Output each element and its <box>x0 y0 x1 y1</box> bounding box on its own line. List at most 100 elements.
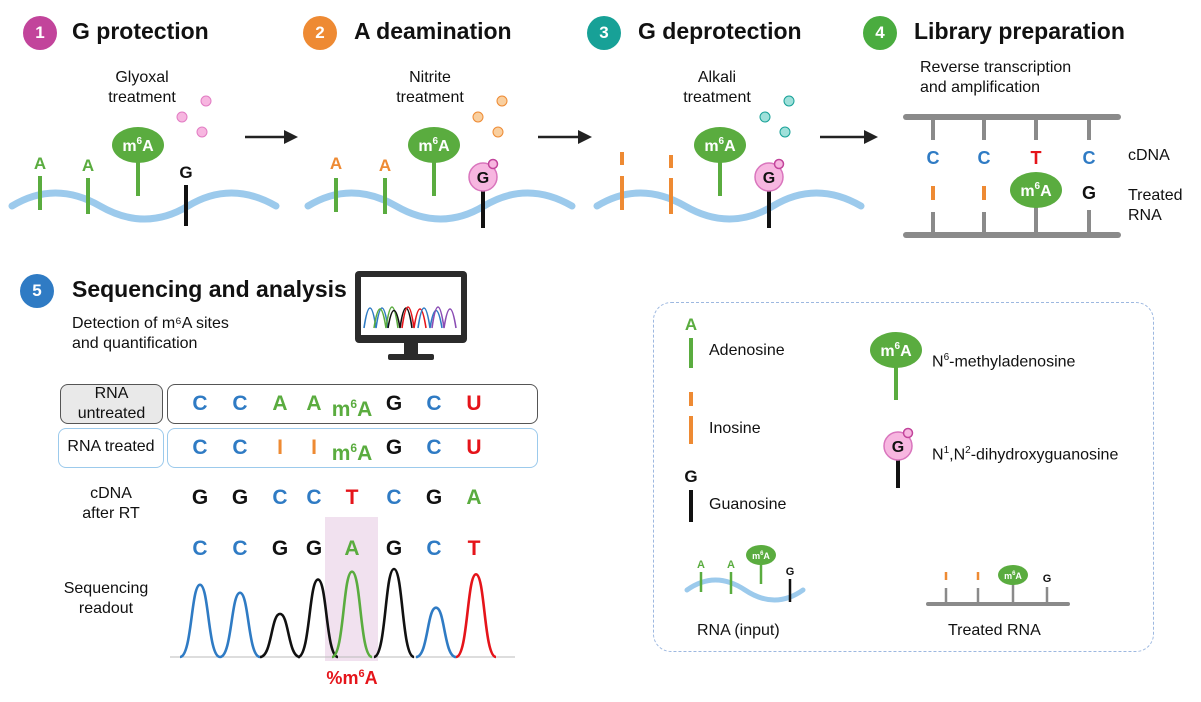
svg-text:G: G <box>892 439 904 456</box>
alkali-dot <box>779 126 791 138</box>
nitrite-dot <box>496 95 508 107</box>
treated-rna-label: Treated RNA <box>1128 187 1183 224</box>
nitrite-dot <box>492 126 504 138</box>
seq-base: C <box>232 392 248 415</box>
guanosine-icon-label: G <box>684 467 697 486</box>
m6a-label: m6A <box>1020 181 1052 200</box>
step-1-title: G protection <box>72 18 209 44</box>
glyoxal-dot <box>196 126 208 138</box>
row-label-untreated-box <box>60 384 163 424</box>
arrow-3 <box>820 130 878 144</box>
readout-base: G <box>271 537 289 560</box>
seq-base: U <box>466 392 482 415</box>
seq-base: C <box>386 486 402 509</box>
legend-rna-input: RNA (input) <box>697 622 780 639</box>
seq-base: G <box>425 486 443 509</box>
step-3-title: G deprotection <box>638 18 802 44</box>
row-label-treated: RNA treated <box>67 438 155 455</box>
step-3-caption: Alkali treatment <box>683 69 751 106</box>
readout-base: G <box>305 537 323 560</box>
arrow-1 <box>245 130 298 144</box>
seq-base: A <box>466 486 482 509</box>
rna-backbone <box>8 189 280 223</box>
step-4-badge: 4 <box>863 16 897 50</box>
legend-dhg: N1,N2-dihydroxyguanosine <box>932 445 1119 464</box>
step-4-title: Library preparation <box>914 18 1125 44</box>
step-4-illustration: C C T C m6A G <box>903 114 1121 238</box>
step-4-caption: Reverse transcription and amplification <box>920 59 1072 96</box>
seq-base: T <box>345 486 359 509</box>
svg-text:A: A <box>727 559 735 571</box>
protected-g-cap <box>487 158 499 170</box>
legend-m6a: N6-methyladenosine <box>932 352 1076 371</box>
glyoxal-dot <box>200 95 212 107</box>
legend-treated-rna: Treated RNA <box>948 622 1041 639</box>
readout-base: C <box>426 537 442 560</box>
m6a-legend-icon <box>870 332 922 368</box>
step-3-badge: 3 <box>587 16 621 50</box>
dhg-legend-icon <box>883 431 913 461</box>
arrow-2 <box>538 130 592 144</box>
seq-base: I <box>277 436 283 459</box>
readout-base: C <box>232 537 248 560</box>
chromatogram-peak <box>373 567 415 659</box>
readout-base: A <box>344 537 360 560</box>
readout-base: G <box>385 537 403 560</box>
guanosine-label: G <box>477 170 489 187</box>
readout-base: C <box>192 537 208 560</box>
svg-text:G: G <box>1043 573 1052 585</box>
seq-base: I <box>311 436 317 459</box>
legend-inosine: Inosine <box>709 420 761 437</box>
seq-base: G <box>191 486 209 509</box>
seq-base: C <box>192 392 208 415</box>
step-2-caption: Nitrite treatment <box>396 69 464 106</box>
chromatogram-peak <box>259 612 301 659</box>
adenosine-label: A <box>82 156 94 175</box>
seq-base: U <box>466 436 482 459</box>
guanosine-label: G <box>1082 183 1096 203</box>
alkali-dot <box>783 95 795 107</box>
seq-base-m6a: m6A <box>331 441 373 465</box>
seq-base: C <box>306 486 322 509</box>
glyoxal-dot <box>176 111 188 123</box>
seq-base: G <box>231 486 249 509</box>
protected-g-bubble <box>754 162 784 192</box>
m6a-label: m6A <box>704 136 736 155</box>
svg-text:A: A <box>697 559 705 571</box>
step-2-title: A deamination <box>354 18 512 44</box>
rna-backbone <box>593 189 865 223</box>
chromatogram-peak <box>331 570 373 659</box>
chromatogram-peak <box>455 572 497 659</box>
chromatogram <box>170 567 515 659</box>
adenosine-label: A <box>34 154 46 173</box>
adenosine-icon-label: A <box>685 315 697 334</box>
treated-rna-icon: m6A G <box>926 565 1070 606</box>
chromatogram-peak <box>297 578 339 659</box>
m6a-legend-label: m6A <box>880 341 912 360</box>
row-label-treated-box <box>58 428 164 468</box>
seq-base: C <box>192 436 208 459</box>
cdna-label: cDNA <box>1128 147 1170 164</box>
seq-base-m6a: m6A <box>331 397 373 421</box>
alkali-dot <box>759 111 771 123</box>
cdna-base: T <box>1031 148 1042 168</box>
step-5-caption: Detection of m⁶A sites and quantificatio… <box>72 315 229 352</box>
seq-base: A <box>306 392 322 415</box>
m6a-bubble <box>1010 172 1062 208</box>
cdna-base: C <box>978 148 991 168</box>
cdna-base: C <box>1083 148 1096 168</box>
m6a-percent-label: m%m6A <box>326 668 378 688</box>
seq-base: C <box>426 392 442 415</box>
seq-base: A <box>272 392 288 415</box>
rna-input-icon: A A m6A G <box>684 545 806 603</box>
row-label-untreated: RNA untreated <box>77 385 146 422</box>
rna-backbone <box>304 189 576 223</box>
top-diagram: A A m6A G A A m6A G <box>8 95 1121 238</box>
step-1-illustration: A A m6A G <box>8 95 280 226</box>
adenosine-label: A <box>330 154 342 173</box>
seq-base: C <box>272 486 288 509</box>
svg-text:m6A: m6A <box>1004 571 1022 581</box>
monitor-icon <box>355 271 467 360</box>
legend <box>653 302 1154 652</box>
svg-text:m6A: m6A <box>752 551 770 561</box>
